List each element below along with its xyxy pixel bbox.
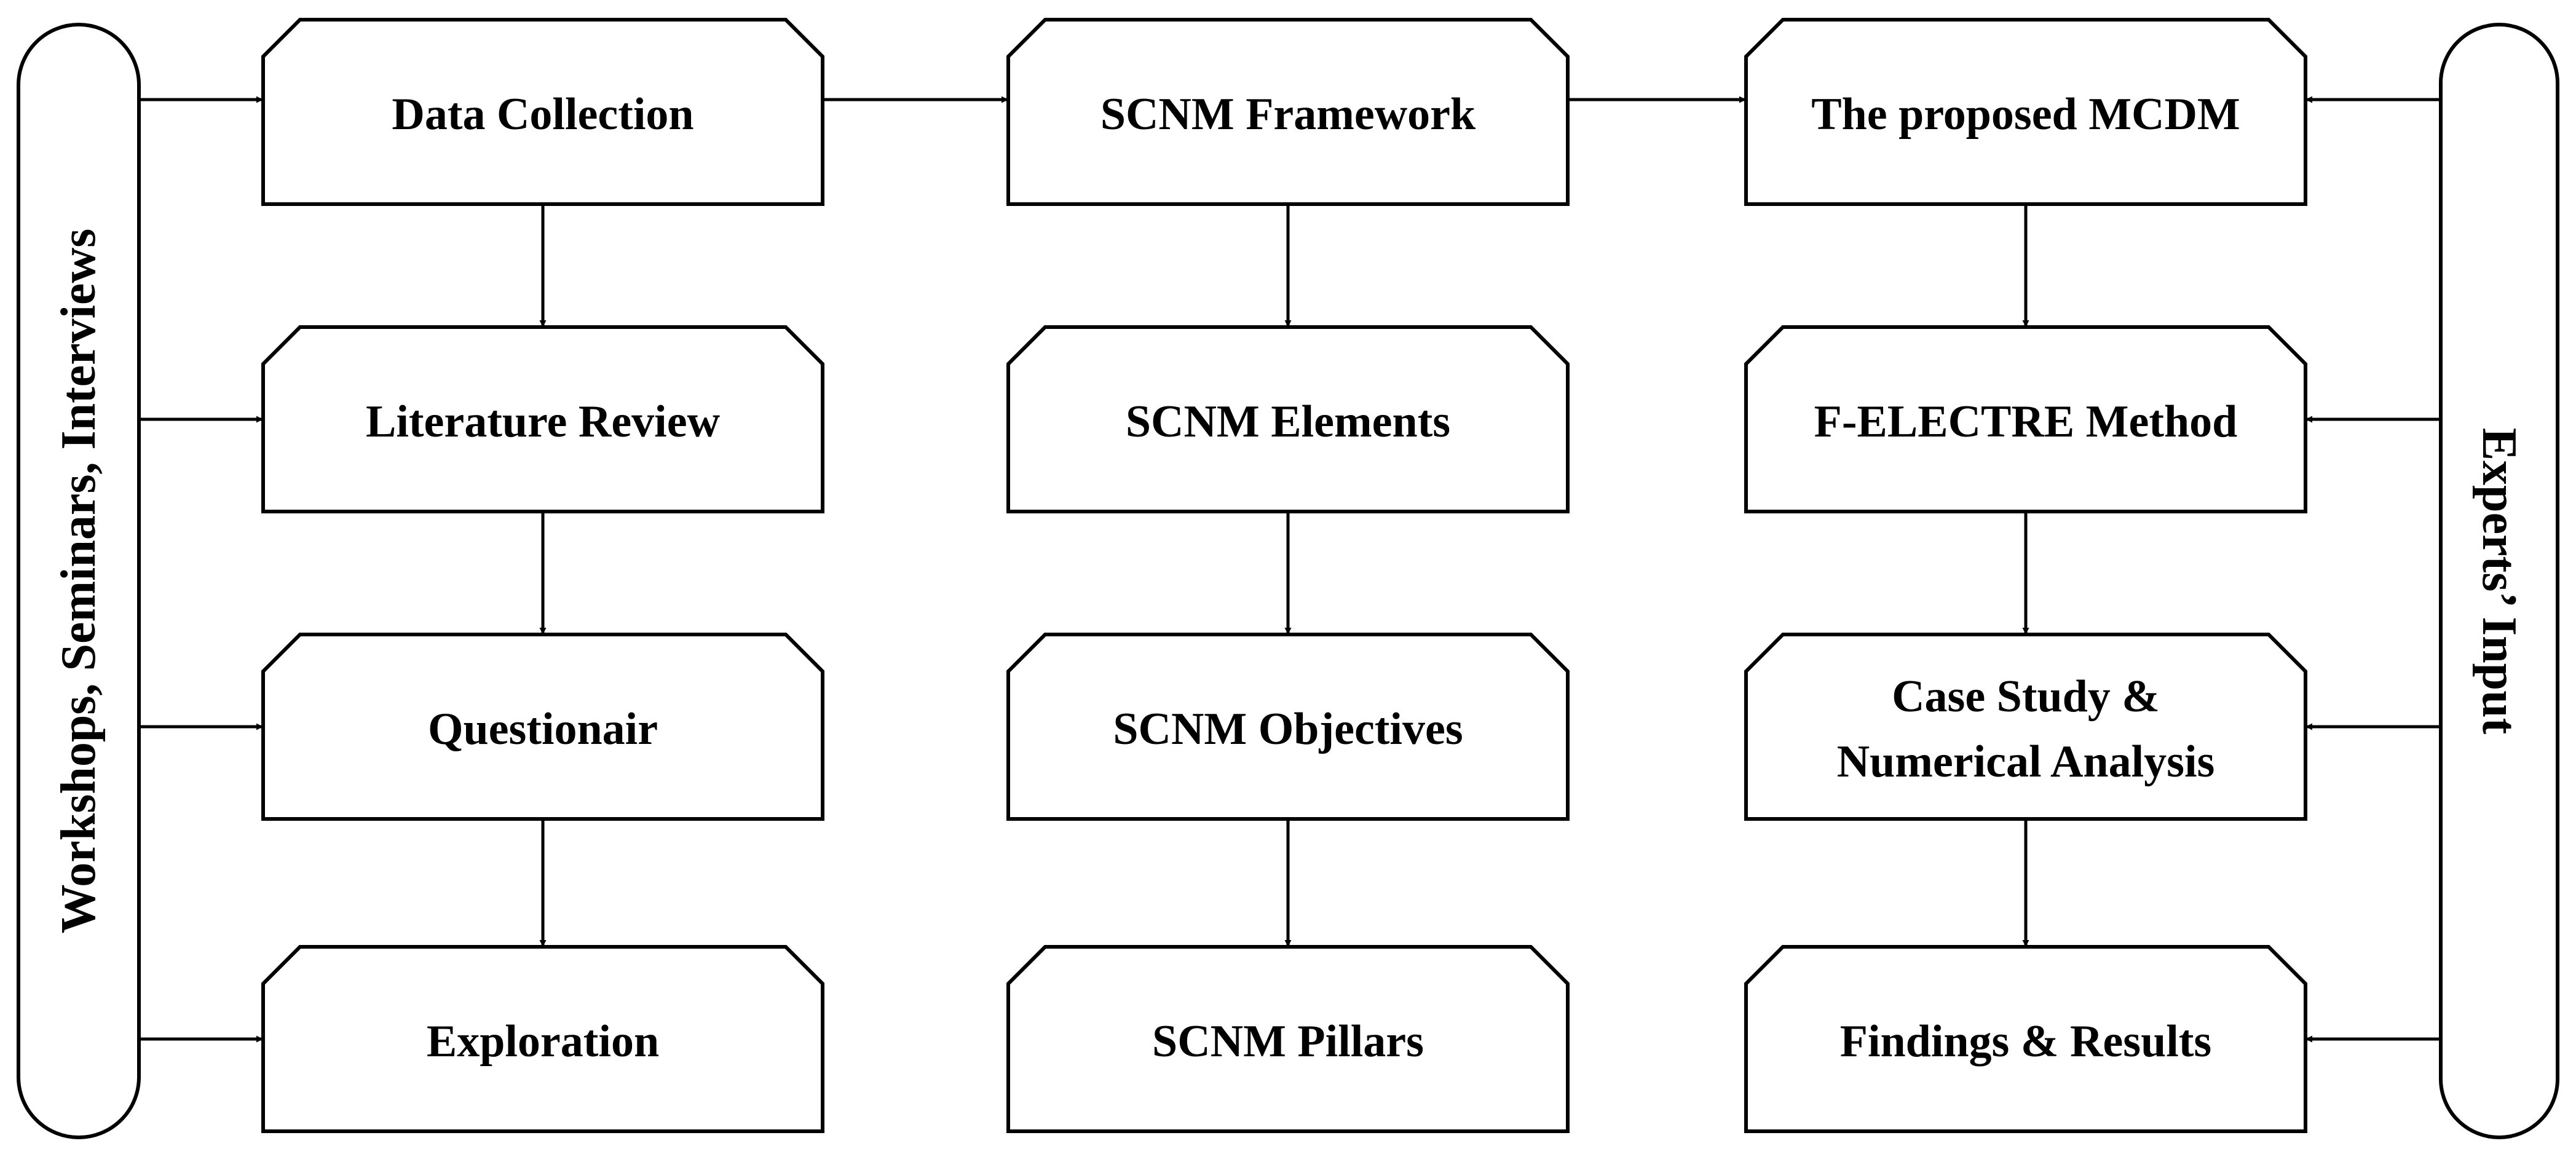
box-label: Case Study & (1892, 671, 2160, 722)
process-box-mcdm-3: Case Study & Numerical Analysis (1744, 633, 2307, 821)
flow-arrows (139, 96, 2441, 1043)
box-label: Questionair (428, 704, 658, 754)
box-shape (1744, 325, 2307, 513)
right-input-pill: Experts’ Input (2439, 23, 2559, 1139)
box-label: SCNM Elements (1126, 397, 1450, 447)
process-box-scnm-1: SCNM Framework (1006, 18, 1570, 206)
box-shape (1006, 633, 1570, 821)
box-label: F-ELECTRE Method (1814, 397, 2238, 447)
process-box-data-4: Exploration (261, 945, 824, 1133)
box-shape (1006, 945, 1570, 1133)
process-box-data-1: Data Collection (261, 18, 824, 206)
box-label: SCNM Framework (1100, 89, 1476, 140)
box-label: Numerical Analysis (1837, 737, 2215, 787)
process-box-data-3: Questionair (261, 633, 824, 821)
left-input-pill: Workshops, Seminars, Interviews (17, 23, 141, 1139)
box-label: SCNM Pillars (1152, 1016, 1424, 1067)
process-box-scnm-4: SCNM Pillars (1006, 945, 1570, 1133)
box-label: SCNM Objectives (1113, 704, 1463, 754)
box-shape (261, 633, 824, 821)
left-pill-label: Workshops, Seminars, Interviews (52, 229, 106, 934)
box-shape (261, 945, 824, 1133)
right-pill-label: Experts’ Input (2472, 428, 2526, 735)
process-box-scnm-2: SCNM Elements (1006, 325, 1570, 513)
process-box-scnm-3: SCNM Objectives (1006, 633, 1570, 821)
box-shape (1744, 633, 2307, 821)
box-shape (1006, 325, 1570, 513)
box-label: Literature Review (366, 397, 721, 447)
box-shape (1006, 18, 1570, 206)
process-box-mcdm-2: F-ELECTRE Method (1744, 325, 2307, 513)
box-label: Data Collection (392, 89, 693, 140)
process-box-mcdm-4: Findings & Results (1744, 945, 2307, 1133)
box-shape (261, 18, 824, 206)
box-shape (1744, 945, 2307, 1133)
box-shape (1744, 18, 2307, 206)
box-label: Findings & Results (1840, 1016, 2211, 1067)
process-box-data-2: Literature Review (261, 325, 824, 513)
process-box-mcdm-1: The proposed MCDM (1744, 18, 2307, 206)
box-label: The proposed MCDM (1811, 89, 2240, 140)
box-shape (261, 325, 824, 513)
box-label: Exploration (427, 1016, 659, 1067)
